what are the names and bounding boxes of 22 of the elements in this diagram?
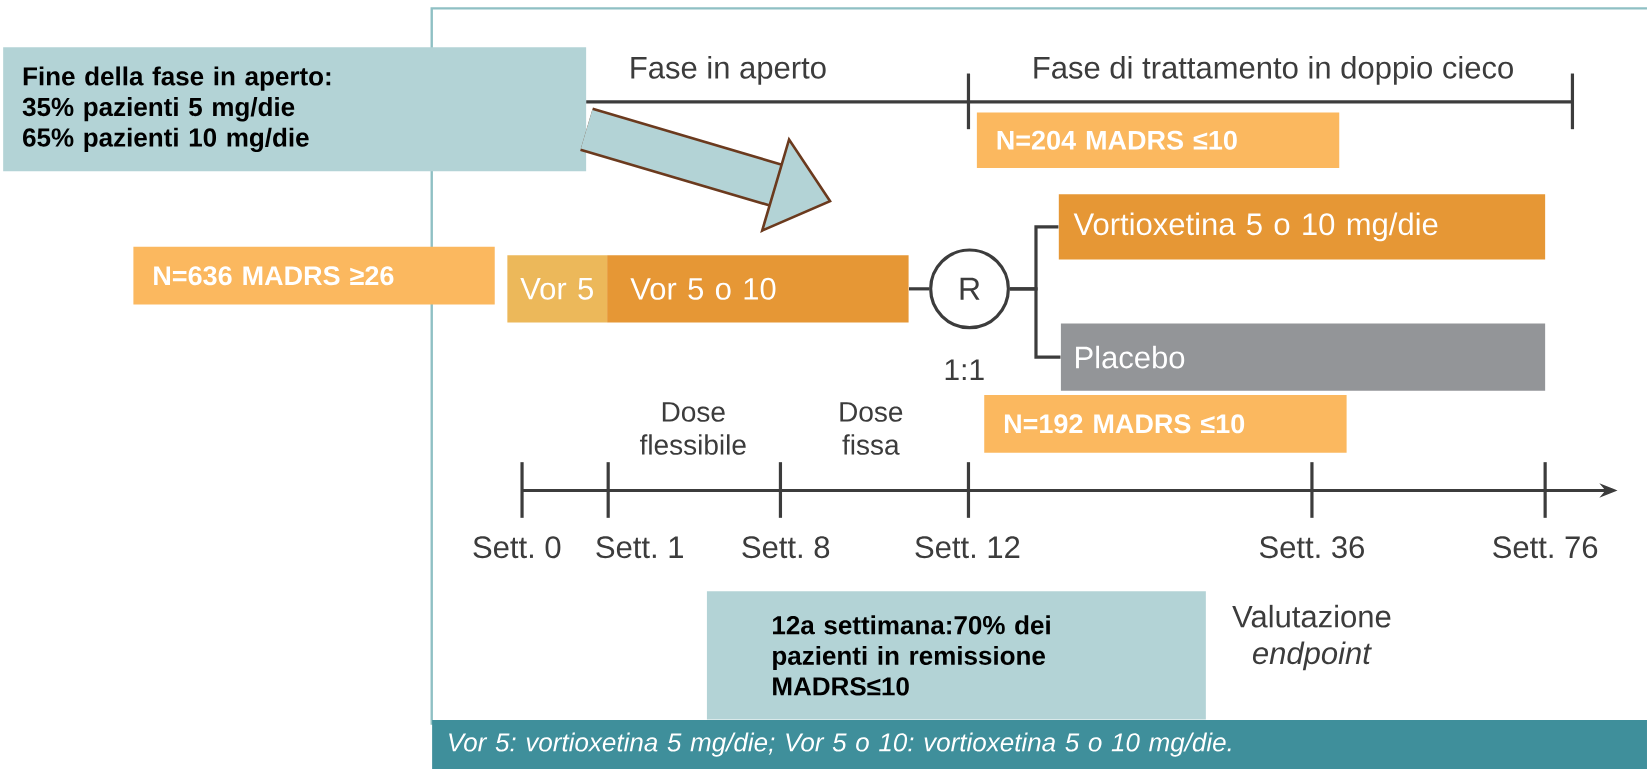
count-box: N=636 MADRS ≥26 (133, 246, 495, 305)
treatment-bar: Vortioxetina 5 o 10 mg/die (1058, 194, 1546, 260)
ratio-label: 1:1 (945, 359, 984, 381)
info-callout: 12a settimana:70% dei pazienti in remissione MADRS≤10 (706, 591, 1206, 720)
connector-line (909, 287, 930, 291)
week-label: Sett. 12 (915, 536, 1020, 559)
info-callout: Fine della fase in aperto: 35% pazienti 5 mg/die 65% pazienti 10 mg/die (3, 47, 587, 172)
phase-label: Fase in aperto (631, 56, 826, 85)
count-box: N=192 MADRS ≤10 (984, 395, 1347, 453)
week-label: Sett. 0 (473, 536, 561, 559)
week-label: Sett. 1 (596, 536, 683, 559)
dose-label: Dose flessibile (640, 402, 746, 455)
count-box: N=204 MADRS ≤10 (976, 112, 1340, 169)
treatment-bar: Vor 5 (507, 255, 608, 323)
week-label: Sett. 36 (1259, 536, 1364, 559)
dose-label: Dose fissa (840, 402, 903, 455)
treatment-bar: Placebo (1060, 323, 1546, 391)
footnote-band: Vor 5: vortioxetina 5 mg/die; Vor 5 o 10: vortioxetina 5 o 10 mg/die. (432, 720, 1647, 769)
treatment-bar: Vor 5 o 10 (607, 255, 909, 323)
week-label: Sett. 76 (1493, 536, 1598, 559)
connector-line (1010, 287, 1061, 359)
week-label: Sett. 8 (742, 536, 830, 559)
